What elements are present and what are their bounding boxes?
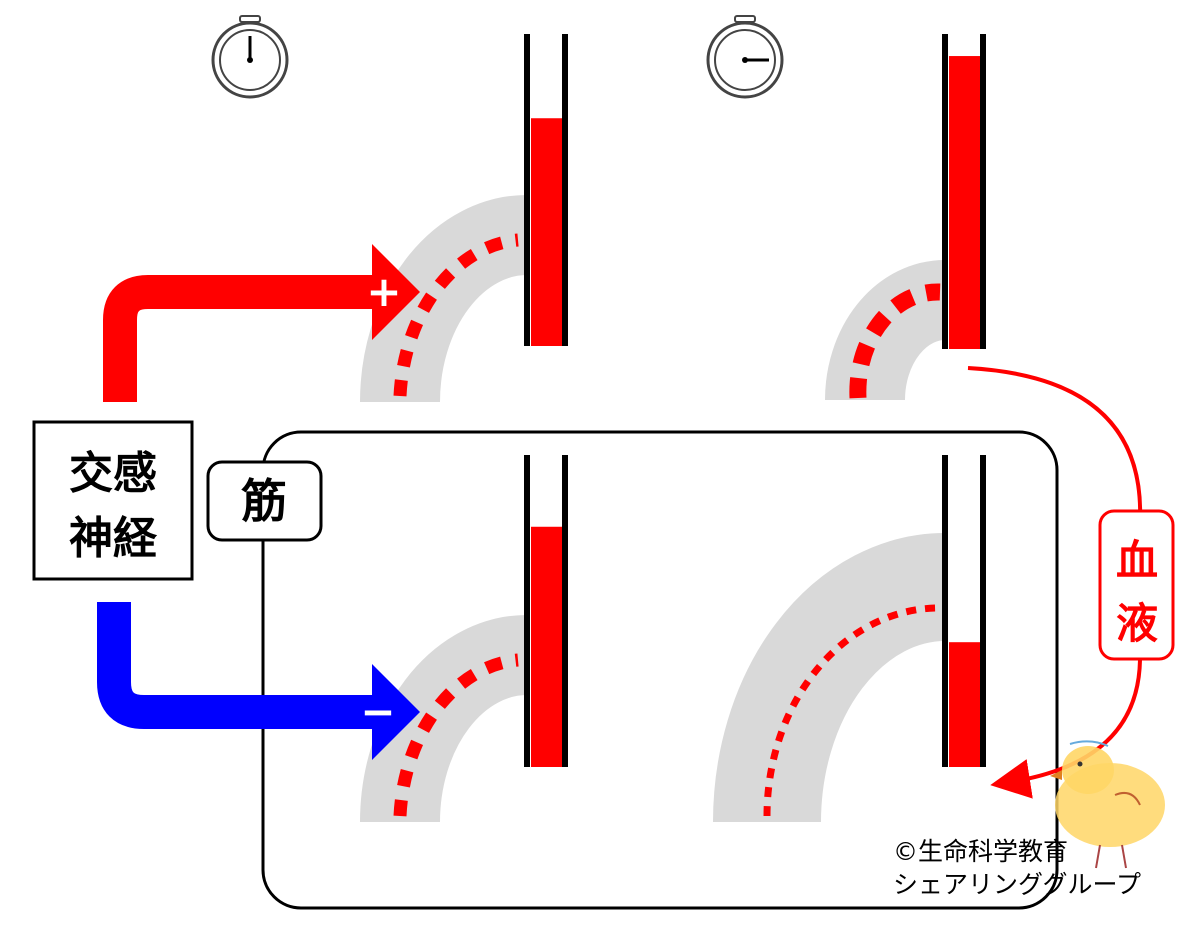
chick-mascot-icon xyxy=(1050,740,1165,869)
tube-fill-bottom-right xyxy=(949,642,980,767)
credit-line-2: シェアリンググループ xyxy=(893,870,1141,899)
sympathetic-excitatory-arrow: + xyxy=(103,244,420,402)
sympathetic-nerve-label: 交感 神経 xyxy=(32,420,194,581)
credit-line-1: ©生命科学教育 xyxy=(893,837,1068,866)
muscle-compartment xyxy=(261,430,1059,910)
tube-fill-bottom-left xyxy=(531,526,562,767)
blood-label: 血 液 xyxy=(1098,509,1175,661)
muscle-label: 筋 xyxy=(206,460,323,542)
tube-bottom-right xyxy=(942,455,986,767)
sympathetic-label-line-2: 神経 xyxy=(69,513,158,564)
stopwatch-icon xyxy=(706,15,784,99)
stopwatch-icon xyxy=(211,15,289,99)
muscle-label-text: 筋 xyxy=(241,474,287,528)
tube-bottom-left xyxy=(524,455,568,767)
tube-fill-top-left xyxy=(531,118,562,347)
vessel-top-right xyxy=(825,260,947,402)
vessel-top-left xyxy=(360,195,529,403)
sympathetic-inhibitory-arrow: − xyxy=(97,602,420,760)
tube-fill-top-right xyxy=(949,56,980,350)
vessel-bottom-right xyxy=(713,533,947,823)
plus-sign: + xyxy=(366,267,401,316)
blood-label-line-1: 血 xyxy=(1116,536,1158,585)
vessel-bottom-left xyxy=(360,615,529,823)
blood-label-line-2: 液 xyxy=(1116,599,1158,648)
sympathetic-label-line-1: 交感 xyxy=(69,448,157,499)
minus-sign: − xyxy=(360,687,395,736)
tube-top-right xyxy=(942,34,986,350)
tube-top-left xyxy=(524,34,568,347)
